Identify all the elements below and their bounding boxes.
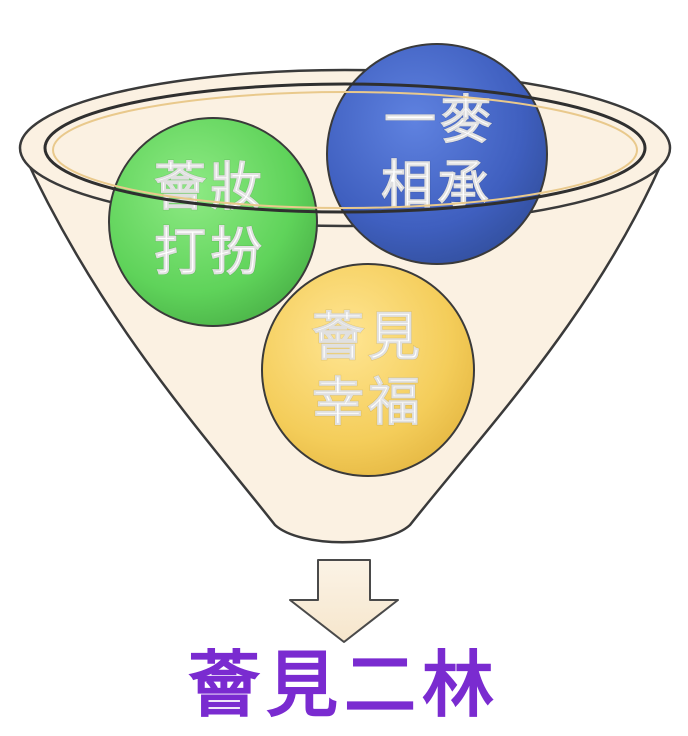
bubble-blue-line1: 一麥	[384, 91, 496, 151]
bubble-blue-circle	[326, 43, 548, 265]
bubble-green-circle	[108, 117, 318, 327]
down-arrow-icon	[289, 559, 399, 643]
bubble-yellow-line2: 幸福	[312, 373, 424, 433]
result-title: 薈見二林	[187, 643, 500, 727]
bubble-blue: 一麥 相承	[326, 43, 548, 265]
funnel-rim-accent	[52, 91, 638, 209]
bubble-green-line1: 薈妝	[154, 158, 266, 218]
bubble-yellow-line1: 薈見	[312, 308, 424, 368]
bubble-green-line2: 打扮	[154, 223, 266, 283]
funnel-rim-inner	[43, 82, 647, 214]
bubble-yellow-circle	[261, 263, 475, 477]
bubble-yellow: 薈見 幸福	[261, 263, 475, 477]
bubble-green: 薈妝 打扮	[108, 117, 318, 327]
